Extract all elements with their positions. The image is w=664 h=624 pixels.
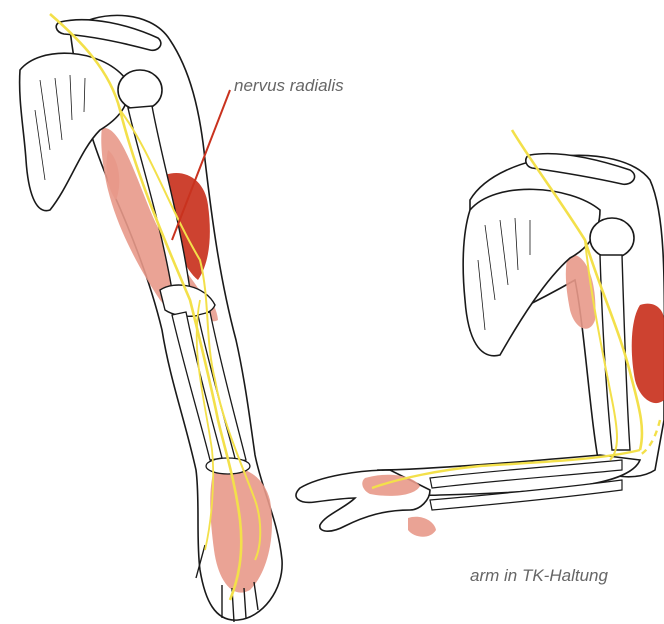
tk-haltung-caption: arm in TK-Haltung — [470, 566, 608, 586]
tk-pain-zone-hand-light — [408, 517, 436, 537]
tk-humeral-head — [590, 218, 634, 258]
straight-arm-figure — [20, 14, 283, 622]
tk-posture-arm-figure — [296, 130, 664, 537]
nervus-radialis-label: nervus radialis — [234, 76, 344, 96]
left-humeral-head — [118, 70, 162, 110]
